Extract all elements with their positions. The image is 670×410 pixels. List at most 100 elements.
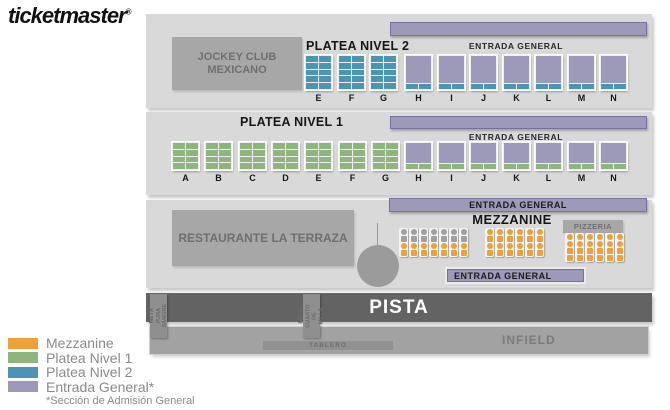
ga-strip-cell [484,164,496,169]
ga-front-strip [471,164,496,169]
ga-front-strip [601,84,626,89]
ga-area [569,143,594,163]
reserved-section-block [305,55,332,90]
section-n[interactable]: N [600,142,627,183]
reserved-section-block [339,142,366,170]
mezzanine-table-column[interactable] [525,228,534,257]
seat-circle [496,229,503,235]
mezzanine-table-column[interactable] [565,233,574,262]
ga-section-block [405,55,432,90]
section-m[interactable]: M [568,55,595,103]
section-h[interactable]: H [405,142,432,183]
section-h[interactable]: H [405,55,432,103]
section-k[interactable]: K [503,55,530,103]
mezzanine-table-column[interactable] [429,228,438,257]
entrada-general-mid-bar[interactable] [390,116,647,129]
section-l[interactable]: L [535,142,562,183]
section-k[interactable]: K [503,142,530,183]
section-f[interactable]: F [338,55,365,103]
seat-circle [606,241,613,247]
section-n[interactable]: N [600,55,627,103]
ga-section-block [503,55,530,90]
ga-front-strip [406,84,431,89]
seat-square [606,248,613,254]
section-g[interactable]: G [372,142,399,183]
section-j[interactable]: J [470,55,497,103]
seat-circle [400,229,407,235]
legend-swatch [8,366,38,378]
mezzanine-table-column[interactable] [595,233,604,262]
legend-footnote: *Sección de Admisión General [46,394,195,407]
seat-cell [253,143,265,149]
section-e[interactable]: E [305,55,332,103]
meta-pura-sangre-marker: META PURA SANGRE [149,294,168,338]
seat-cell [371,83,383,89]
seat-circle [526,229,533,235]
ga-section-block [470,55,497,90]
section-letter: J [480,173,486,183]
legend-label: Platea Nivel 1 [46,349,133,366]
section-letter: I [450,93,453,103]
seat-cell [339,83,351,89]
seat-cell [306,62,318,69]
mezzanine-table-column[interactable] [439,228,448,257]
seat-cell [219,143,231,149]
section-letter: L [545,93,552,103]
seat-cell [219,163,231,169]
section-m[interactable]: M [568,142,595,183]
seat-cell [219,156,231,163]
mezzanine-table-column[interactable] [409,228,418,257]
seat-circle [536,243,543,249]
seat-circle [616,234,623,240]
entrada-general-mezz-top-bar[interactable]: ENTRADA GENERAL [389,198,647,212]
entrada-general-mezz-bottom-bar[interactable]: ENTRADA GENERAL [447,269,584,282]
entrada-general-top-bar[interactable] [390,22,647,36]
section-b[interactable]: B [205,142,232,183]
seat-square [536,250,543,256]
section-i[interactable]: I [438,55,465,103]
seat-cell [240,149,252,156]
mezzanine-table-column[interactable] [459,228,468,257]
section-g[interactable]: G [370,55,397,103]
section-f[interactable]: F [339,142,366,183]
ga-strip-cell [569,164,581,169]
seat-circle [400,243,407,249]
seat-cell [340,163,352,169]
seat-square [460,236,467,242]
section-d[interactable]: D [272,142,299,183]
section-letter: E [315,93,322,103]
ga-section-block [600,142,627,170]
ga-strip-cell [471,164,483,169]
mezzanine-table-column[interactable] [495,228,504,257]
seat-circle [440,243,447,249]
section-e[interactable]: E [305,142,332,183]
seat-circle [566,234,573,240]
ga-area [569,56,594,83]
section-l[interactable]: L [535,55,562,103]
mezzanine-table-column[interactable] [419,228,428,257]
mezzanine-table-column[interactable] [449,228,458,257]
ga-front-strip [536,84,561,89]
section-j[interactable]: J [470,142,497,183]
seat-square [566,248,573,254]
mezzanine-table-column[interactable] [399,228,408,257]
ga-front-strip [536,164,561,169]
mezzanine-table-column[interactable] [505,228,514,257]
seat-cell [353,143,365,149]
ga-strip-cell [549,164,561,169]
mezzanine-table-column[interactable] [485,228,494,257]
mezzanine-table-column[interactable] [575,233,584,262]
reserved-section-block [370,55,397,90]
mezzanine-table-column[interactable] [605,233,614,262]
seat-cell [186,163,198,169]
section-c[interactable]: C [239,142,266,183]
mezzanine-table-column[interactable] [585,233,594,262]
section-a[interactable]: A [172,142,199,183]
ga-strip-cell [406,84,418,89]
section-i[interactable]: I [438,142,465,183]
seat-square [486,236,493,242]
mezzanine-table-column[interactable] [615,233,624,262]
mezzanine-table-column[interactable] [535,228,544,257]
mezzanine-table-column[interactable] [515,228,524,257]
seat-circle [496,243,503,249]
